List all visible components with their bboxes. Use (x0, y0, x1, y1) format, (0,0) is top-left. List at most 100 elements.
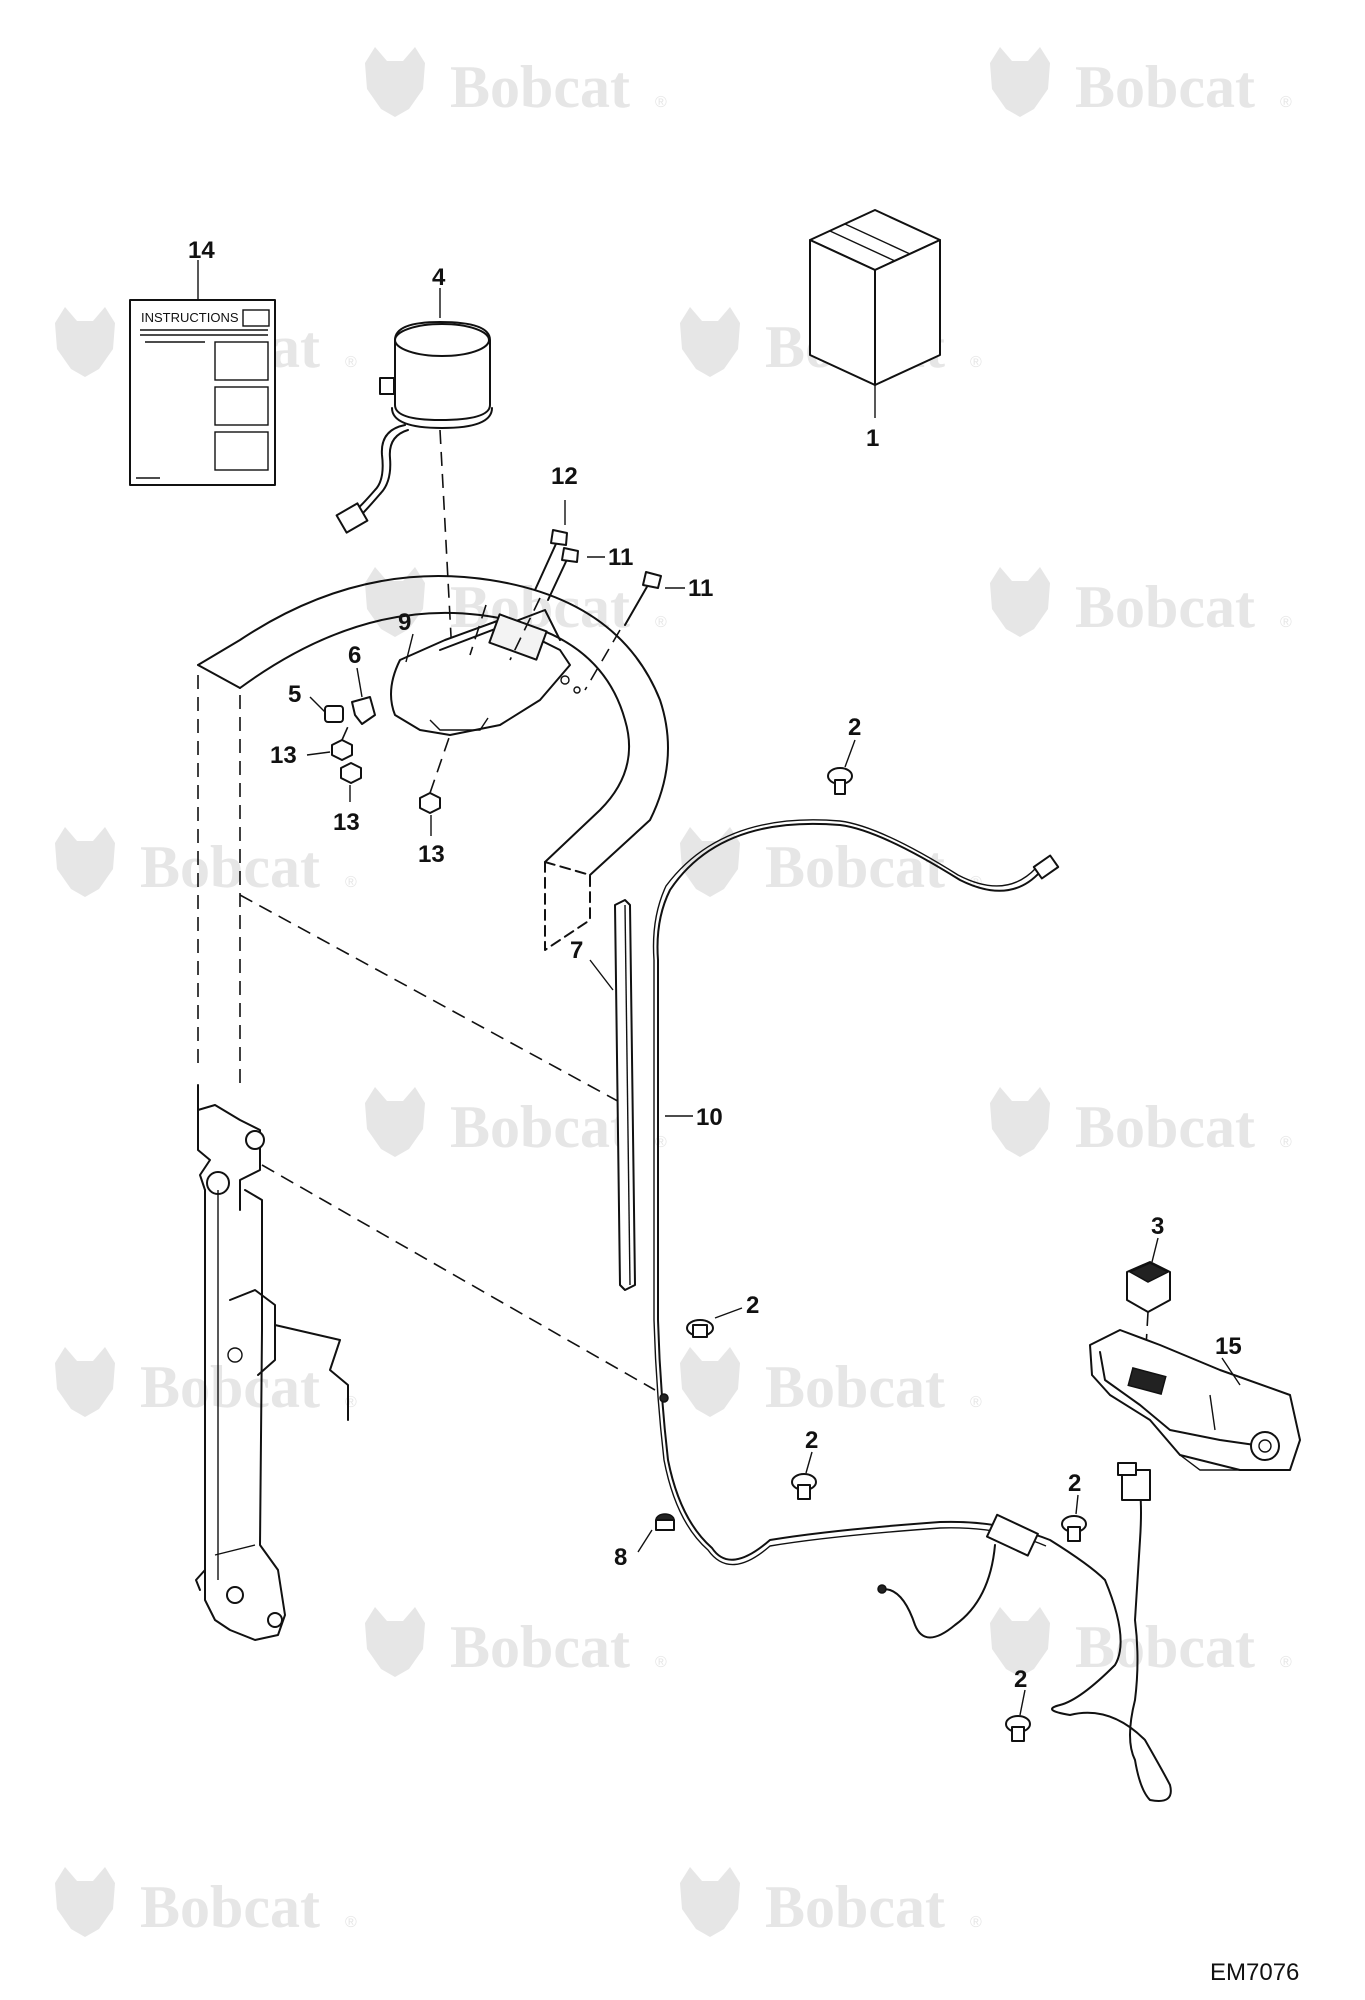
callout-11-lower: 11 (688, 575, 713, 602)
watermark-text: Bobcat (450, 1614, 630, 1680)
part-plug (655, 1513, 675, 1531)
callout-14: 14 (188, 237, 215, 264)
callout-3: 3 (1151, 1213, 1164, 1240)
watermark-registered-mark: ® (655, 94, 667, 111)
watermark-bobcat-emblem (55, 307, 115, 377)
part-clip (351, 696, 376, 725)
watermark-bobcat-emblem (990, 1607, 1050, 1677)
callout-13-c: 13 (418, 841, 445, 868)
watermark-bobcat-emblem (680, 307, 740, 377)
watermark-registered-mark: ® (345, 1914, 357, 1931)
watermark-bobcat-emblem (680, 827, 740, 897)
watermark-registered-mark: ® (970, 1914, 982, 1931)
watermark-registered-mark: ® (345, 1394, 357, 1411)
part-box (809, 209, 941, 386)
watermark-bobcat-emblem (990, 567, 1050, 637)
callout-15: 15 (1215, 1333, 1242, 1360)
callout-9: 9 (398, 609, 411, 636)
part-nut-a (331, 739, 353, 761)
part-wire-tie-c (791, 1473, 817, 1500)
watermark-registered-mark: ® (655, 1134, 667, 1151)
part-grommet (324, 705, 344, 723)
callout-2-b: 2 (746, 1292, 759, 1319)
watermark-bobcat-emblem (55, 1867, 115, 1937)
part-nut-c (419, 792, 441, 814)
watermark-logo: Bobcat® (680, 827, 982, 900)
watermark-text: Bobcat (140, 1874, 320, 1940)
watermark-bobcat-emblem (680, 1867, 740, 1937)
part-rocker-switch (1126, 1261, 1171, 1313)
watermark-logo: Bobcat ® (680, 1867, 982, 1940)
part-bolt-11-lower (624, 571, 662, 626)
callout-6: 6 (348, 642, 361, 669)
watermark-logo: Bobcat ® (55, 1867, 357, 1940)
watermark-text: Bobcat (140, 834, 320, 900)
watermark-text: Bobcat (1075, 54, 1255, 120)
watermark-logo: Bobcat® (990, 1087, 1292, 1160)
callout-2-e: 2 (1014, 1666, 1027, 1693)
callout-4: 4 (432, 264, 446, 291)
part-wire-tie-e (1005, 1715, 1031, 1742)
watermark-logo: Bobcat ® (680, 1347, 982, 1420)
watermark-bobcat-emblem (365, 47, 425, 117)
callout-7: 7 (570, 937, 583, 964)
watermark-text: Bobcat (140, 1354, 320, 1420)
callout-2-d: 2 (1068, 1470, 1081, 1497)
instructions-sheet-title: INSTRUCTIONS (141, 310, 239, 325)
watermark-logo: Bobcat ® (990, 47, 1292, 120)
callout-1: 1 (866, 425, 879, 452)
part-edge-trim (614, 899, 636, 1291)
leader-lines (197, 260, 1241, 1716)
watermark-bobcat-emblem (365, 1087, 425, 1157)
watermark-logo: Bobcat ® (55, 1347, 357, 1420)
watermark-text: Bobcat (765, 1354, 945, 1420)
watermark-registered-mark: ® (1280, 614, 1292, 631)
part-switch-panel (1089, 1329, 1301, 1471)
watermark-text: Bobcat (450, 1094, 630, 1160)
callout-13-a: 13 (270, 742, 297, 769)
watermark-logo: Bobcat ® (55, 827, 357, 900)
callout-5: 5 (288, 681, 301, 708)
part-wire-harness (652, 819, 1172, 1802)
callout-8: 8 (614, 1544, 627, 1571)
watermark-registered-mark: ® (655, 614, 667, 631)
beacon-alignment-line (439, 429, 453, 656)
watermark-logo: Bobcat ® (365, 47, 667, 120)
callout-10: 10 (696, 1104, 723, 1131)
part-bolt-12 (534, 529, 568, 591)
watermark-text: Bobcat (765, 1874, 945, 1940)
part-bolt-11-upper (547, 547, 579, 601)
alignment-line-lower (261, 1164, 656, 1391)
watermark-registered-mark: ® (1280, 1134, 1292, 1151)
watermark-logo: Bobcat® (990, 1607, 1292, 1680)
part-wire-tie-b (686, 1319, 714, 1338)
callout-12: 12 (551, 463, 578, 490)
watermark-bobcat-emblem (55, 1347, 115, 1417)
watermark-bobcat-emblem (990, 1087, 1050, 1157)
watermark-text: Bobcat (1075, 574, 1255, 640)
watermark-text: Bobcat (765, 834, 945, 900)
callout-11-upper: 11 (608, 544, 633, 571)
watermark-logo: Bobcat ® (365, 1087, 667, 1160)
part-mounting-plate (390, 609, 581, 736)
watermark-registered-mark: ® (345, 874, 357, 891)
watermark-bobcat-emblem (990, 47, 1050, 117)
part-nut-b (340, 762, 362, 784)
watermark-bobcat-emblem (55, 827, 115, 897)
instructions-sheet: INSTRUCTIONS (129, 299, 276, 486)
part-beacon-light (335, 321, 493, 534)
watermark-bobcat-emblem (680, 1347, 740, 1417)
watermark-registered-mark: ® (1280, 94, 1292, 111)
document-id: EM7076 (1210, 1959, 1299, 1986)
watermark-text: Bobcat (450, 54, 630, 120)
watermark-registered-mark: ® (970, 1394, 982, 1411)
watermark-registered-mark: ® (655, 1654, 667, 1671)
watermark-registered-mark: ® (1280, 1654, 1292, 1671)
alignment-line-upper (239, 894, 626, 1106)
callout-2-a: 2 (848, 714, 861, 741)
watermark-registered-mark: ® (345, 354, 357, 371)
part-wire-tie-a (827, 767, 853, 795)
cab-frame (195, 575, 669, 1641)
